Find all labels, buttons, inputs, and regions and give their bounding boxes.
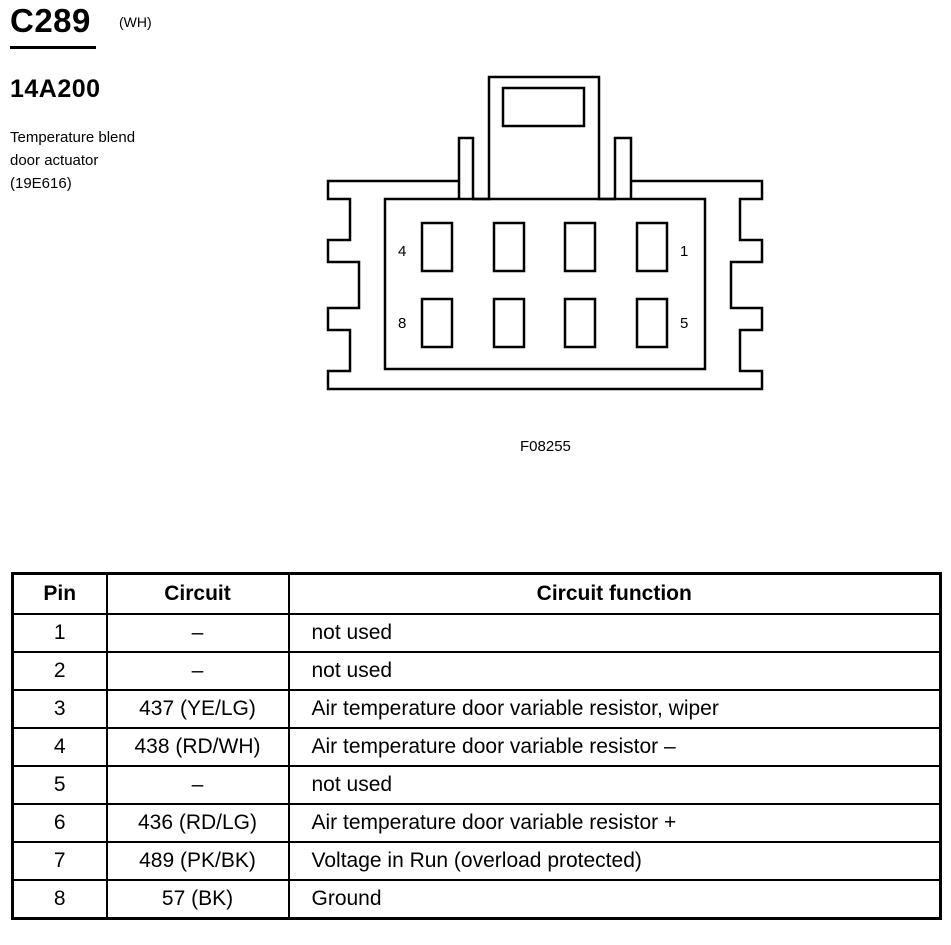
terminal-3 [492, 221, 526, 273]
circuit-cell: 436 (RD/LG) [105, 803, 290, 843]
terminal-8 [420, 297, 454, 349]
pin-cell: 6 [11, 803, 108, 843]
circuit-cell: – [105, 651, 290, 691]
table-row: 3 437 (YE/LG) Air temperature door varia… [11, 689, 942, 729]
table-row: 2 – not used [11, 651, 942, 691]
header-pin: Pin [11, 572, 108, 615]
description-line-2: door actuator [10, 152, 99, 169]
part-number: 14A200 [10, 75, 101, 103]
pin-table-header-row: Pin Circuit Circuit function [11, 572, 942, 615]
terminal-1 [635, 221, 669, 273]
function-cell: Air temperature door variable resistor, … [287, 689, 942, 729]
latch-window [501, 86, 586, 128]
description-line-1: Temperature blend [10, 129, 136, 146]
terminal-4 [420, 221, 454, 273]
circuit-cell: 437 (YE/LG) [105, 689, 290, 729]
function-cell: not used [287, 613, 942, 653]
pin-label-8: 8 [398, 315, 406, 332]
locking-latch [457, 75, 633, 201]
pin-table: Pin Circuit Circuit function 1 – not use… [11, 572, 942, 920]
circuit-cell: 438 (RD/WH) [105, 727, 290, 767]
function-cell: Voltage in Run (overload protected) [287, 841, 942, 881]
pin-cell: 5 [11, 765, 108, 805]
terminal-2 [563, 221, 597, 273]
circuit-cell: 489 (PK/BK) [105, 841, 290, 881]
header-circuit: Circuit [105, 572, 290, 615]
table-row: 1 – not used [11, 613, 942, 653]
terminal-cavity [383, 197, 707, 371]
description-line-3: (19E616) [10, 175, 72, 192]
table-row: 7 489 (PK/BK) Voltage in Run (overload p… [11, 841, 942, 881]
terminal-7 [492, 297, 526, 349]
pin-label-5: 5 [680, 315, 688, 332]
circuit-cell: 57 (BK) [105, 879, 290, 920]
circuit-cell: – [105, 613, 290, 653]
terminal-5 [635, 297, 669, 349]
connector-face-diagram: 4 1 8 5 [326, 75, 764, 391]
connector-id: C289 [10, 2, 91, 39]
circuit-cell: – [105, 765, 290, 805]
connector-housing-outline [326, 179, 764, 391]
pin-cell: 4 [11, 727, 108, 767]
header-circuit-function: Circuit function [287, 572, 942, 615]
terminal-6 [563, 297, 597, 349]
pin-cell: 3 [11, 689, 108, 729]
table-row: 6 436 (RD/LG) Air temperature door varia… [11, 803, 942, 843]
table-row: 4 438 (RD/WH) Air temperature door varia… [11, 727, 942, 767]
pin-cell: 1 [11, 613, 108, 653]
pin-label-1: 1 [680, 243, 688, 260]
table-row: 5 – not used [11, 765, 942, 805]
function-cell: Air temperature door variable resistor – [287, 727, 942, 767]
pin-cell: 7 [11, 841, 108, 881]
function-cell: not used [287, 651, 942, 691]
pin-cell: 2 [11, 651, 108, 691]
pin-cell: 8 [11, 879, 108, 920]
function-cell: Air temperature door variable resistor + [287, 803, 942, 843]
table-row: 8 57 (BK) Ground [11, 879, 942, 920]
function-cell: not used [287, 765, 942, 805]
figure-id: F08255 [520, 438, 571, 455]
connector-color: (WH) [119, 14, 152, 30]
pin-label-4: 4 [398, 243, 406, 260]
connector-id-underline [10, 46, 96, 49]
function-cell: Ground [287, 879, 942, 920]
